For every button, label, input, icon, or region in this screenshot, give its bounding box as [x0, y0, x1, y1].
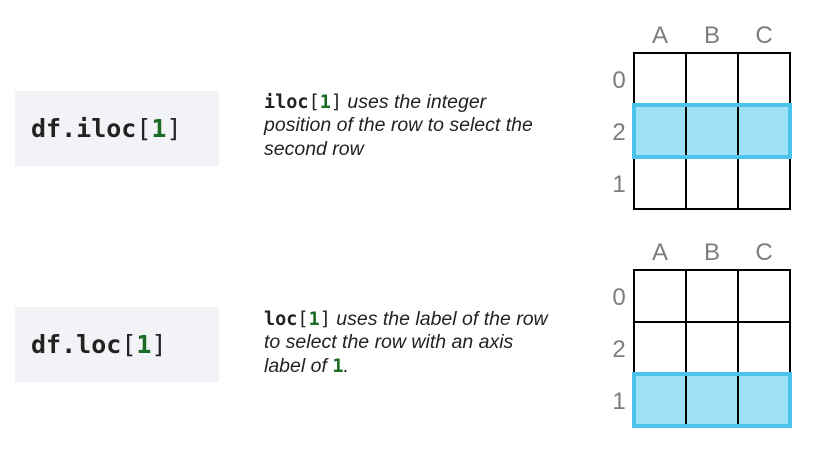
- loc-cell: [685, 321, 739, 375]
- iloc-desc-line2: position of the row to select the: [264, 114, 533, 137]
- loc-dataframe-grid: A B C 0 2 1: [612, 239, 792, 428]
- loc-code-prefix: df.loc: [31, 330, 122, 359]
- loc-selected-row-highlight: [632, 372, 792, 428]
- loc-code-box: df.loc[1]: [15, 307, 219, 382]
- iloc-description: iloc[1] uses the integer position of the…: [264, 91, 609, 161]
- iloc-code-prefix: df.iloc: [31, 114, 137, 143]
- loc-desc-line1-rest: uses the label of the row: [330, 308, 548, 330]
- loc-cell: [633, 373, 687, 427]
- loc-row-label: 2: [612, 336, 625, 363]
- iloc-col-label-b: B: [704, 22, 720, 49]
- iloc-desc-line3: second row: [264, 137, 364, 160]
- loc-desc-line1: loc[1] uses the label of the row: [264, 308, 609, 331]
- iloc-row-label: 1: [612, 171, 625, 198]
- loc-desc-line2: to select the row with an axis: [264, 331, 514, 354]
- iloc-cell: [737, 156, 791, 210]
- loc-cell: [633, 269, 687, 323]
- iloc-desc-line1-rest: uses the integer: [341, 91, 487, 113]
- iloc-desc-code: iloc[1]: [264, 92, 342, 113]
- loc-code-open-bracket: [: [121, 330, 137, 359]
- iloc-col-label-a: A: [652, 22, 668, 49]
- loc-col-label-b: B: [704, 239, 720, 266]
- iloc-cell: [633, 52, 687, 106]
- loc-row-label: 0: [612, 284, 625, 311]
- loc-panel: df.loc[1] loc[1] uses the label of the r…: [0, 231, 820, 462]
- loc-cell: [737, 321, 791, 375]
- loc-code-close-bracket: ]: [151, 330, 167, 359]
- loc-cell: [737, 269, 791, 323]
- loc-cell: [685, 373, 739, 427]
- iloc-cell: [737, 104, 791, 158]
- loc-desc-line3-text: label of: [264, 354, 333, 377]
- iloc-selected-row-highlight: [632, 103, 792, 159]
- loc-col-label-c: C: [755, 239, 772, 266]
- iloc-panel: df.iloc[1] iloc[1] uses the integer posi…: [15, 22, 792, 210]
- loc-cell: [685, 269, 739, 323]
- loc-code-arg: 1: [136, 330, 152, 359]
- iloc-desc-method: iloc: [264, 92, 309, 113]
- iloc-desc-line1: iloc[1] uses the integer: [264, 91, 609, 114]
- iloc-desc-close: ]: [330, 92, 342, 113]
- iloc-dataframe-grid: A B C 0 2 1: [612, 22, 792, 210]
- loc-desc-line3-end: .: [343, 354, 349, 377]
- loc-desc-code: loc[1]: [264, 309, 331, 330]
- loc-desc-open: [: [297, 309, 309, 330]
- iloc-desc-open: [: [308, 92, 320, 113]
- loc-col-label-a: A: [652, 239, 668, 266]
- iloc-cell: [737, 52, 791, 106]
- iloc-code-arg: 1: [151, 114, 167, 143]
- loc-cell: [737, 373, 791, 427]
- iloc-cell: [685, 156, 739, 210]
- iloc-code-close-bracket: ]: [166, 114, 182, 143]
- loc-desc-method: loc: [264, 309, 298, 330]
- loc-description: loc[1] uses the label of the row to sele…: [264, 308, 609, 378]
- loc-desc-close: ]: [319, 309, 331, 330]
- iloc-row-label: 2: [612, 119, 625, 146]
- iloc-col-label-c: C: [755, 22, 772, 49]
- loc-desc-line3: label of 1.: [264, 355, 609, 378]
- iloc-code-box: df.iloc[1]: [15, 91, 219, 166]
- iloc-cell: [685, 104, 739, 158]
- loc-row-label: 1: [612, 388, 625, 415]
- iloc-cell: [633, 104, 687, 158]
- iloc-row-label: 0: [612, 67, 625, 94]
- loc-desc-line3-num: 1: [332, 355, 344, 377]
- iloc-cell: [633, 156, 687, 210]
- loc-desc-arg: 1: [308, 309, 320, 330]
- loc-cell: [633, 321, 687, 375]
- iloc-desc-arg: 1: [319, 92, 331, 113]
- iloc-cell: [685, 52, 739, 106]
- iloc-code-open-bracket: [: [136, 114, 152, 143]
